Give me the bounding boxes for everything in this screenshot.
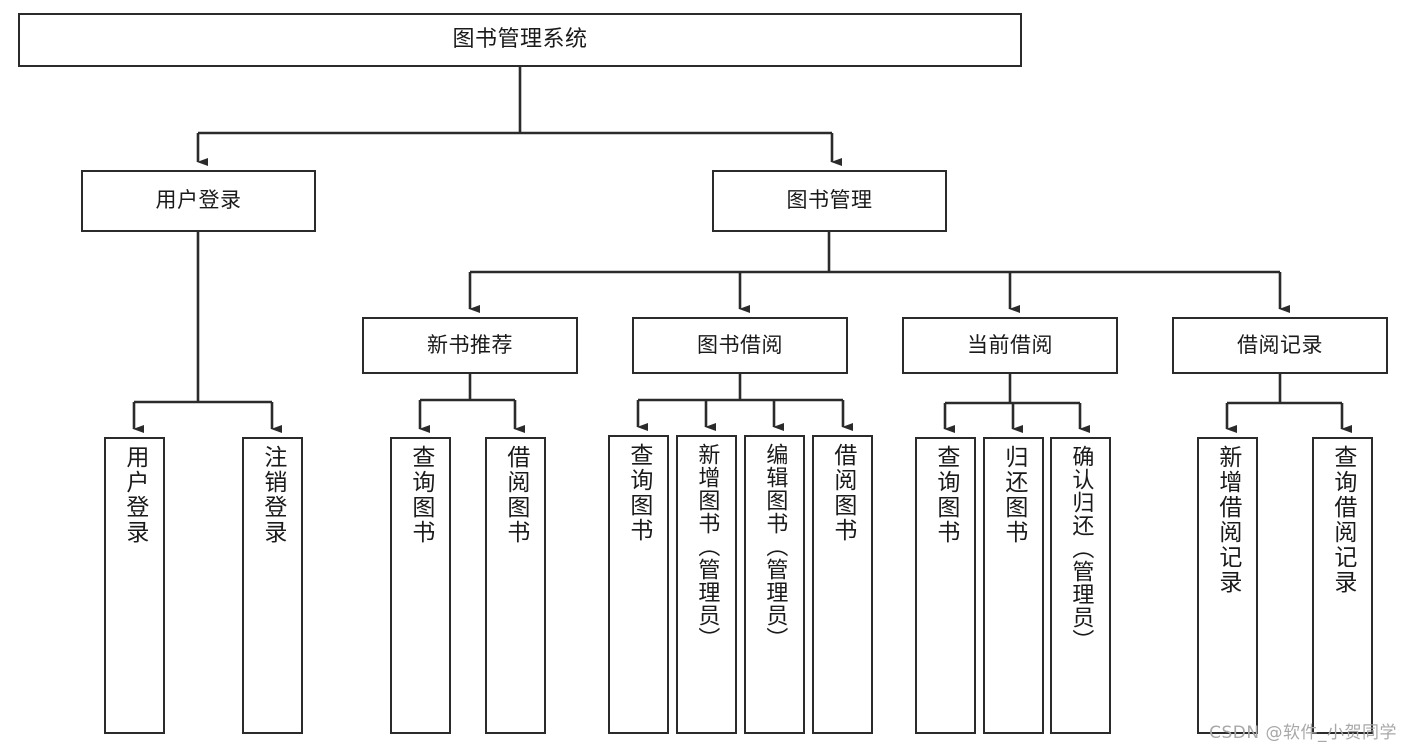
node-current-borrow[interactable]: 当前借阅 xyxy=(902,317,1118,374)
node-label: 新增图书（管理员） xyxy=(694,443,720,650)
node-label: 借阅记录 xyxy=(1237,332,1323,357)
node-label: 归还图书 xyxy=(1000,445,1027,545)
leaf-user-logout[interactable]: 注销登录 xyxy=(242,437,303,734)
node-label: 借阅图书 xyxy=(829,443,856,543)
node-label: 查询图书 xyxy=(625,443,652,543)
leaf-query-book-current[interactable]: 查询图书 xyxy=(915,437,976,734)
node-label: 查询图书 xyxy=(407,445,434,545)
leaf-return-book[interactable]: 归还图书 xyxy=(983,437,1044,734)
node-label: 查询图书 xyxy=(932,445,959,545)
node-book-manage[interactable]: 图书管理 xyxy=(712,170,947,232)
leaf-add-borrow-record[interactable]: 新增借阅记录 xyxy=(1197,437,1258,734)
node-borrow-record[interactable]: 借阅记录 xyxy=(1172,317,1388,374)
node-label: 图书管理 xyxy=(786,188,873,213)
leaf-borrow-book-recommend[interactable]: 借阅图书 xyxy=(485,437,546,734)
node-label: 新书推荐 xyxy=(427,332,513,357)
node-label: 注销登录 xyxy=(259,445,286,545)
node-label: 用户登录 xyxy=(121,445,148,545)
leaf-query-book-recommend[interactable]: 查询图书 xyxy=(390,437,451,734)
node-label: 图书借阅 xyxy=(697,332,783,357)
node-label: 新增借阅记录 xyxy=(1214,445,1241,595)
node-label: 当前借阅 xyxy=(967,332,1053,357)
node-root-system[interactable]: 图书管理系统 xyxy=(18,13,1022,67)
node-label: 确认归还（管理员） xyxy=(1068,445,1094,652)
node-new-book-recommend[interactable]: 新书推荐 xyxy=(362,317,578,374)
node-book-borrow[interactable]: 图书借阅 xyxy=(632,317,848,374)
leaf-query-borrow-record[interactable]: 查询借阅记录 xyxy=(1312,437,1373,734)
leaf-user-login[interactable]: 用户登录 xyxy=(104,437,165,734)
leaf-confirm-return-admin[interactable]: 确认归还（管理员） xyxy=(1050,437,1111,734)
node-label: 用户登录 xyxy=(155,188,242,213)
node-label: 图书管理系统 xyxy=(452,26,588,52)
node-label: 借阅图书 xyxy=(502,445,529,545)
leaf-edit-book-admin[interactable]: 编辑图书（管理员） xyxy=(744,435,805,734)
watermark: CSDN @软件_小贺同学 xyxy=(1209,723,1397,743)
node-label: 查询借阅记录 xyxy=(1329,445,1356,595)
node-label: 编辑图书（管理员） xyxy=(762,443,788,650)
leaf-add-book-admin[interactable]: 新增图书（管理员） xyxy=(676,435,737,734)
leaf-query-book-borrow[interactable]: 查询图书 xyxy=(608,435,669,734)
leaf-borrow-book[interactable]: 借阅图书 xyxy=(812,435,873,734)
node-user-login[interactable]: 用户登录 xyxy=(81,170,316,232)
